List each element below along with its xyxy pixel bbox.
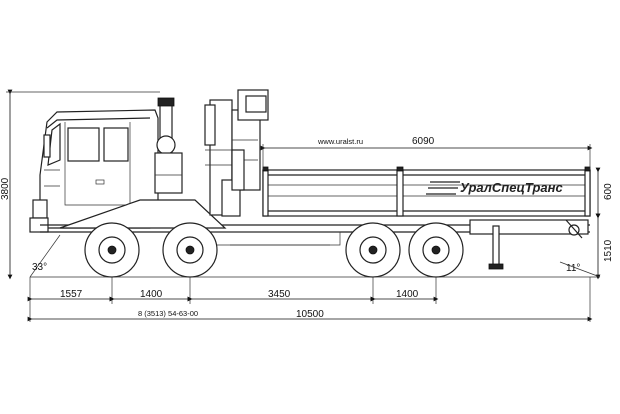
dim-body-length: 6090 — [412, 136, 435, 147]
dim-wheelbase-mid: 3450 — [268, 289, 291, 300]
dim-wheelbase-front: 1400 — [140, 289, 163, 300]
wheel-front — [84, 222, 140, 278]
wheel-fourth — [408, 222, 464, 278]
dim-total-height: 3800 — [0, 177, 11, 200]
exhaust-and-engine — [154, 97, 183, 194]
brand-text: УралСпецТранс — [460, 180, 563, 195]
wheel-third — [345, 222, 401, 278]
crane — [204, 89, 269, 217]
wheel-second — [162, 222, 218, 278]
wheels — [84, 222, 464, 278]
cab — [29, 109, 159, 233]
dimension-lines: www.uralst.ru 6090 3800 600 1510 33° 11°… — [0, 89, 614, 322]
dim-wheelbase-rear: 1400 — [396, 289, 419, 300]
dim-departure-angle: 11° — [566, 263, 580, 274]
dim-platform-height: 1510 — [603, 239, 614, 262]
dim-total-length: 10500 — [296, 309, 324, 320]
dim-board-height: 600 — [603, 183, 614, 200]
phone-text: 8 (3513) 54-63-00 — [138, 309, 198, 318]
chassis — [40, 199, 590, 270]
cargo-platform: УралСпецТранс — [262, 166, 591, 217]
dim-approach-angle: 33° — [32, 262, 47, 273]
brand-logo: УралСпецТранс — [426, 180, 563, 195]
website-text: www.uralst.ru — [317, 137, 363, 146]
dim-front-overhang: 1557 — [60, 289, 83, 300]
